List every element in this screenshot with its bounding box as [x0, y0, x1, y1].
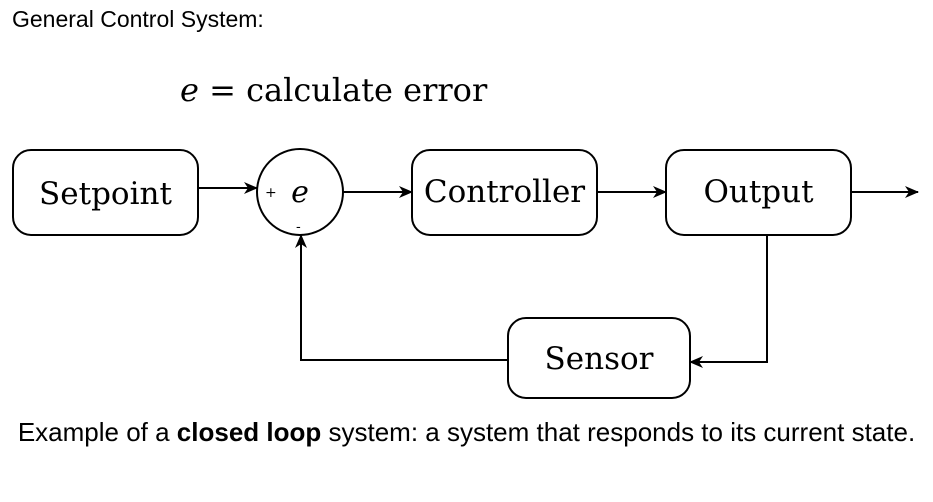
- caption-suffix: system: a system that responds to its cu…: [321, 417, 916, 447]
- output-block: Output: [665, 149, 852, 236]
- setpoint-block: Setpoint: [12, 149, 199, 236]
- plus-sign: +: [265, 185, 277, 201]
- summing-junction: e + -: [256, 148, 344, 236]
- error-formula-equals: =: [199, 71, 246, 109]
- output-label: Output: [703, 174, 814, 210]
- controller-label: Controller: [424, 174, 585, 210]
- minus-sign: -: [296, 219, 301, 235]
- controller-block: Controller: [411, 149, 598, 236]
- sensor-label: Sensor: [545, 341, 654, 377]
- error-formula-text: calculate error: [246, 71, 488, 109]
- sensor-block: Sensor: [507, 317, 691, 399]
- setpoint-label: Setpoint: [39, 176, 172, 212]
- control-loop-diagram: e = calculate error Setpoint e + - Contr…: [12, 71, 919, 399]
- caption-prefix: Example of a: [17, 417, 177, 447]
- diagram-caption: Example of a closed loop system: a syste…: [0, 416, 933, 449]
- summing-junction-symbol: e: [291, 175, 309, 210]
- arrow-output-to-sensor: [689, 235, 768, 368]
- diagram-heading: General Control System:: [12, 6, 264, 32]
- error-formula: e = calculate error: [180, 71, 488, 109]
- caption-emphasis: closed loop: [176, 417, 322, 447]
- arrow-sensor-to-junction: [295, 234, 508, 361]
- error-formula-variable: e: [180, 71, 199, 109]
